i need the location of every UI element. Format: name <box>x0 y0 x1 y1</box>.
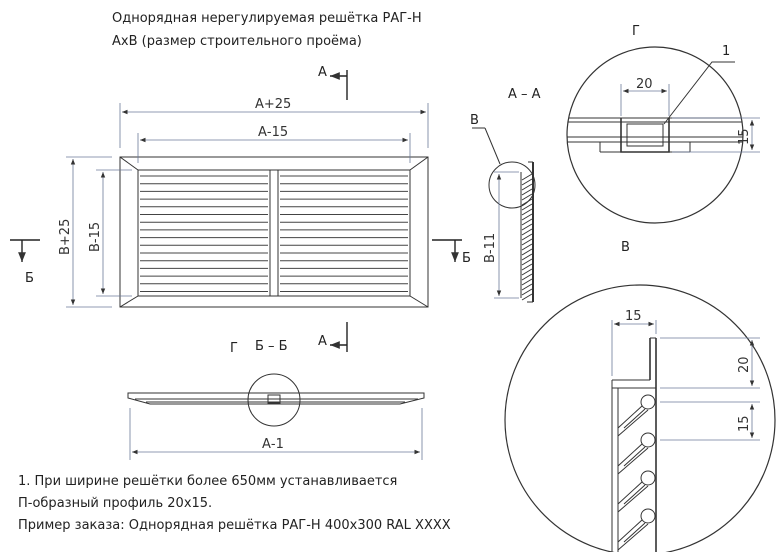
detail-g-title: Г <box>632 24 640 39</box>
note-line-2: П-образный профиль 20х15. <box>18 496 213 511</box>
blade-nose <box>640 432 656 448</box>
section-mark-a-bottom: А <box>318 334 327 349</box>
drawing-title: Однорядная нерегулируемая решётка РАГ-Н <box>112 11 422 26</box>
blade-section <box>521 208 533 216</box>
blade-section <box>521 258 533 266</box>
blade-section <box>521 183 533 191</box>
dim-inner-height: В-15 <box>88 222 103 252</box>
detail-g-circle <box>566 46 744 224</box>
blade-edge <box>617 443 643 467</box>
blade-section <box>521 193 533 201</box>
dim-inner-width: А-15 <box>258 125 288 140</box>
blade-edge <box>617 447 649 475</box>
order-example: Пример заказа: Однорядная решётка РАГ-Н … <box>18 518 451 533</box>
blade-section <box>521 233 533 241</box>
blade-section <box>521 203 533 211</box>
detail-g-profile <box>567 117 743 153</box>
dim-outer-width: А+25 <box>255 97 291 112</box>
blade-section <box>521 248 533 256</box>
detail-g-callout-label: Г <box>230 341 238 356</box>
section-aa-view <box>520 161 534 303</box>
drawing-subtitle: АхВ (размер строительного проёма) <box>112 34 362 49</box>
grille-inner-frame <box>137 169 411 297</box>
detail-g-leader <box>663 61 735 125</box>
section-mark-b-left: Б <box>25 271 34 286</box>
blade-nose <box>640 508 656 524</box>
blade-hatch <box>623 484 646 505</box>
blade-hatch <box>623 408 646 429</box>
blade-section <box>521 238 533 246</box>
section-bb-view <box>127 392 425 405</box>
blade-hatch <box>623 522 646 543</box>
detail-g-callout-circle <box>247 373 301 427</box>
section-mark-a-top: А <box>318 65 327 80</box>
section-aa-title: А – А <box>508 87 541 102</box>
detail-v-callout-circle <box>488 161 536 209</box>
blade-edge <box>617 409 649 437</box>
blade-edge <box>617 485 649 513</box>
section-bb-title: Б – Б <box>255 339 288 354</box>
blade-section <box>521 278 533 286</box>
detail-v-dim-width: 15 <box>625 309 642 324</box>
blade-section <box>521 213 533 221</box>
blade-section <box>521 283 533 291</box>
detail-v-callout-label: В <box>470 113 479 128</box>
blade-section <box>521 288 533 296</box>
dim-outer-height: В+25 <box>58 219 73 255</box>
blade-section <box>521 253 533 261</box>
front-view <box>119 156 429 308</box>
blade-edge <box>617 405 643 429</box>
grille-slats <box>140 175 408 292</box>
section-cut-marks <box>10 70 462 352</box>
blade-edge <box>617 481 643 505</box>
blade-edge <box>617 519 643 543</box>
blade-section <box>521 223 533 231</box>
detail-v-title: В <box>621 240 630 255</box>
blade-nose <box>640 394 656 410</box>
detail-v-dim-height-top: 20 <box>737 356 752 373</box>
blade-section <box>521 263 533 271</box>
detail-g-dim-width: 20 <box>636 77 653 92</box>
blade-section <box>521 228 533 236</box>
blade-section <box>521 218 533 226</box>
blade-edge <box>617 523 649 551</box>
dim-depth: В-11 <box>483 233 498 263</box>
blade-section <box>521 273 533 281</box>
dim-length: А-1 <box>262 437 284 452</box>
blade-section <box>521 173 533 181</box>
grille-outer-frame <box>119 156 429 308</box>
detail-g-dim-height: 15 <box>737 128 752 145</box>
blade-section <box>521 268 533 276</box>
blade-section <box>521 178 533 186</box>
blade-section <box>521 243 533 251</box>
detail-v-dim-height-bottom: 15 <box>737 415 752 432</box>
note-line-1: 1. При ширине решётки более 650мм устана… <box>18 474 398 489</box>
center-divider <box>269 169 279 297</box>
detail-g-leader-label: 1 <box>722 44 730 59</box>
detail-v-leader <box>484 127 501 165</box>
blade-section <box>521 188 533 196</box>
blade-nose <box>640 470 656 486</box>
blade-section <box>521 293 533 301</box>
section-mark-b-right: Б <box>462 251 471 266</box>
detail-v-profile <box>611 337 657 552</box>
detail-v-circle <box>504 284 776 552</box>
blade-hatch <box>623 446 646 467</box>
